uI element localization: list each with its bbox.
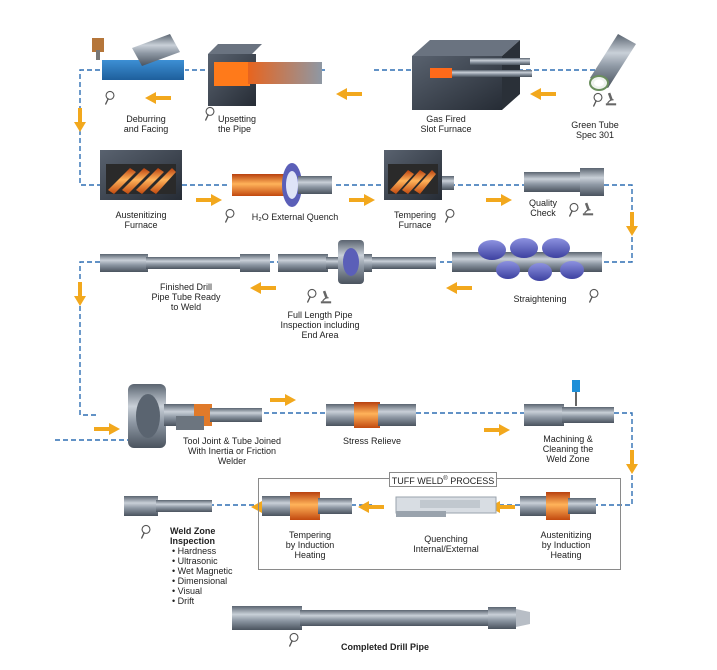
flow-arrow-icon [358, 501, 384, 513]
microscope-icon [582, 202, 594, 216]
tempering-furnace [384, 150, 454, 200]
flow-arrow-icon [530, 88, 556, 100]
magnifier-icon [225, 208, 235, 223]
magnifier-icon [593, 92, 603, 107]
flow-arrow-icon [74, 282, 86, 306]
magnifier-icon [289, 632, 299, 647]
deburring-machine [92, 34, 184, 80]
tuff-weld-title: TUFF WELD® PROCESS [389, 472, 497, 487]
magnifier-icon [205, 106, 215, 121]
flow-arrow-icon [486, 194, 512, 206]
tempering-induction-pipe [262, 492, 352, 520]
magnifier-icon [589, 288, 599, 303]
external-quench [232, 163, 332, 207]
flow-arrow-icon [74, 108, 86, 132]
austenitizing-furnace [100, 150, 182, 200]
flow-arrow-icon [336, 88, 362, 100]
flow-arrow-icon [270, 394, 296, 406]
list-item: • Dimensional [172, 576, 228, 586]
stress-relieve-pipe [326, 402, 416, 428]
quenching-pipe [395, 496, 497, 517]
completed-drill-pipe [232, 606, 530, 630]
straightening-rollers [452, 238, 602, 281]
magnifier-icon [569, 202, 579, 217]
full-length-inspection [278, 240, 436, 284]
magnifier-icon [307, 288, 317, 303]
flow-arrow-icon [145, 92, 171, 104]
list-item: • Hardness [172, 546, 217, 556]
friction-welder [128, 384, 262, 448]
gas-fired-furnace [412, 40, 532, 110]
list-item: • Drift [172, 596, 195, 606]
magnifier-icon [141, 524, 151, 539]
microscope-icon [320, 290, 332, 304]
flow-arrows [74, 88, 638, 513]
weld-zone-list: • Hardness • Ultrasonic • Wet Magnetic •… [172, 546, 233, 606]
machining-pipe [524, 380, 614, 426]
green-tube [589, 34, 636, 91]
label-external-quench: H₂O External Quench [251, 212, 339, 222]
flow-arrow-icon [626, 212, 638, 236]
upsetting-press [208, 44, 322, 106]
flow-arrow-icon [446, 282, 472, 294]
magnifier-icon [105, 90, 115, 105]
list-item: • Ultrasonic [172, 556, 218, 566]
flow-arrow-icon [196, 194, 222, 206]
flow-arrow-icon [94, 423, 120, 435]
flow-arrow-icon [626, 450, 638, 474]
flow-arrow-icon [484, 424, 510, 436]
list-item: • Wet Magnetic [172, 566, 233, 576]
list-item: • Visual [172, 586, 203, 596]
microscope-icon [605, 92, 617, 106]
flow-arrow-icon [349, 194, 375, 206]
label-completed-drill-pipe: Completed Drill Pipe [340, 642, 429, 652]
austenitizing-induction-pipe [520, 492, 596, 520]
quality-check-pipe [524, 168, 604, 196]
weld-zone-pipe [124, 496, 212, 516]
finished-pipe [100, 254, 270, 272]
flow-arrow-icon [250, 282, 276, 294]
label-stress-relieve: Stress Relieve [342, 436, 402, 446]
label-straightening: Straightening [513, 294, 567, 304]
